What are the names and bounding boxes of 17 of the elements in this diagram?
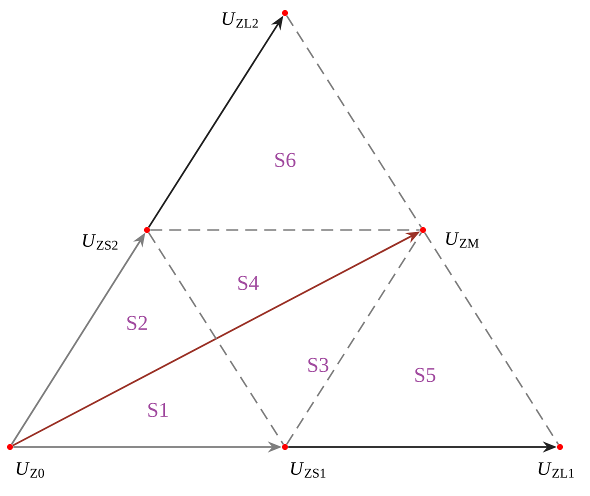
region-label: S3 — [308, 358, 328, 372]
region-label: S6 — [275, 152, 296, 168]
point-label: U$_{ZL1}$ — [538, 462, 574, 478]
dashed-line — [150, 229, 420, 231]
point-label: U$_{ZS1}$ — [291, 462, 326, 478]
dashed-line — [424, 232, 559, 445]
region-label: S1 — [148, 402, 168, 418]
region-label: S2 — [127, 316, 147, 330]
dashed-line — [286, 232, 422, 445]
point-label: U$_{Z0}$ — [16, 462, 44, 478]
point-label: U$_{ZM}$ — [446, 232, 479, 248]
region-label: S5 — [415, 368, 436, 382]
dashed-line — [148, 232, 284, 445]
point-label: U$_{ZS2}$ — [83, 234, 118, 250]
region-label: S4 — [238, 276, 259, 290]
point-label: U$_{ZL2}$ — [222, 12, 258, 28]
dashed-line — [286, 15, 422, 228]
